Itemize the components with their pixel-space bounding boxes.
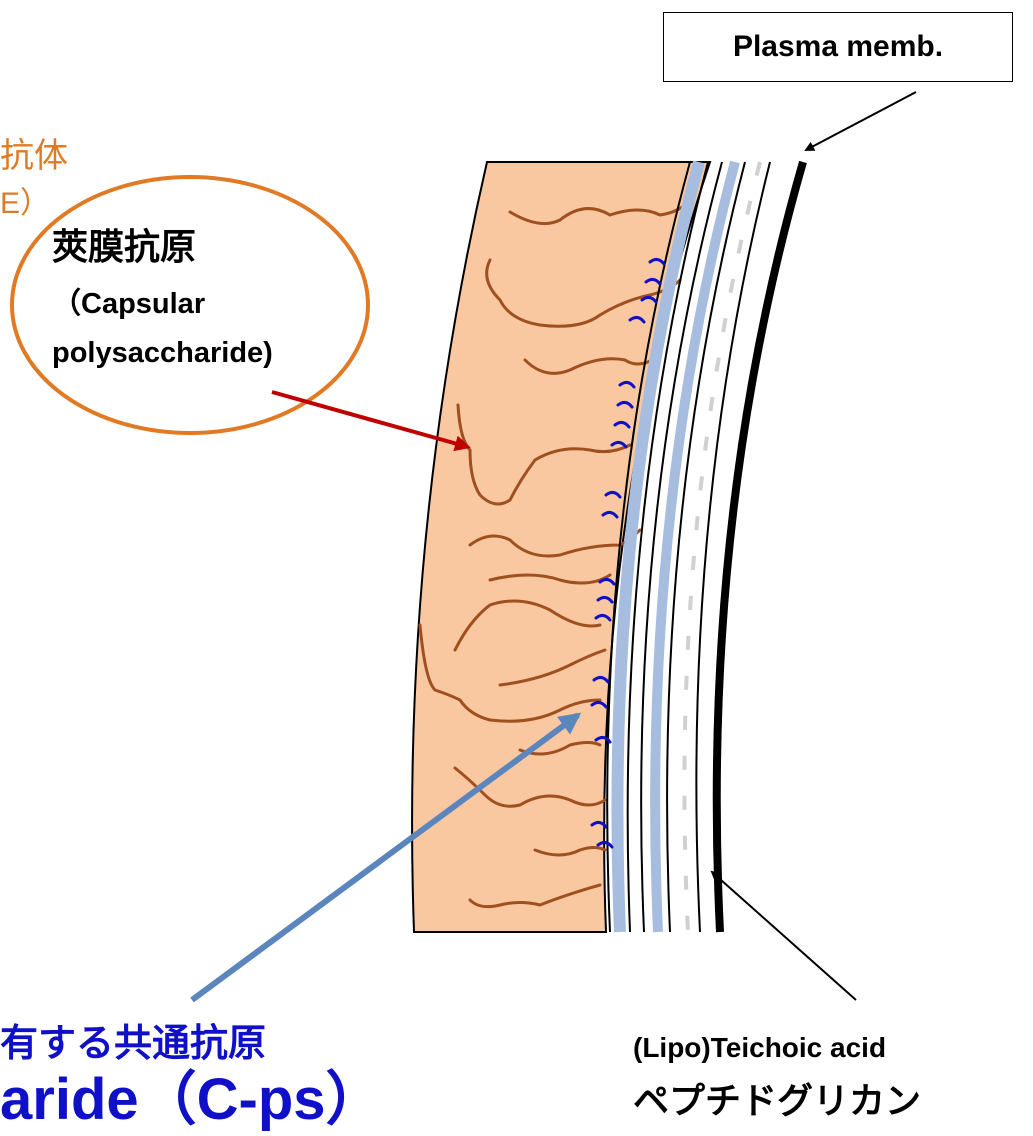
capsular-arrow <box>272 392 468 447</box>
antibody-label-line2: E） <box>0 178 50 222</box>
antibody-label-line1: 抗体 <box>0 128 68 177</box>
capsular-antigen-en-line2: polysaccharide) <box>52 337 273 370</box>
common-antigen-en: aride（C-ps） <box>0 1052 384 1136</box>
plasma-membrane-label: Plasma memb. <box>663 12 1013 82</box>
plasma-membrane-arrow <box>806 92 916 150</box>
teichoic-arrow <box>712 872 856 1000</box>
peptidoglycan-label: ペプチドグリカン <box>633 1072 921 1124</box>
capsular-antigen-en-line1: （Capsular <box>52 280 205 322</box>
teichoic-acid-label: (Lipo)Teichoic acid <box>633 1032 886 1064</box>
capsular-antigen-title: 莢膜抗原 <box>52 218 196 270</box>
